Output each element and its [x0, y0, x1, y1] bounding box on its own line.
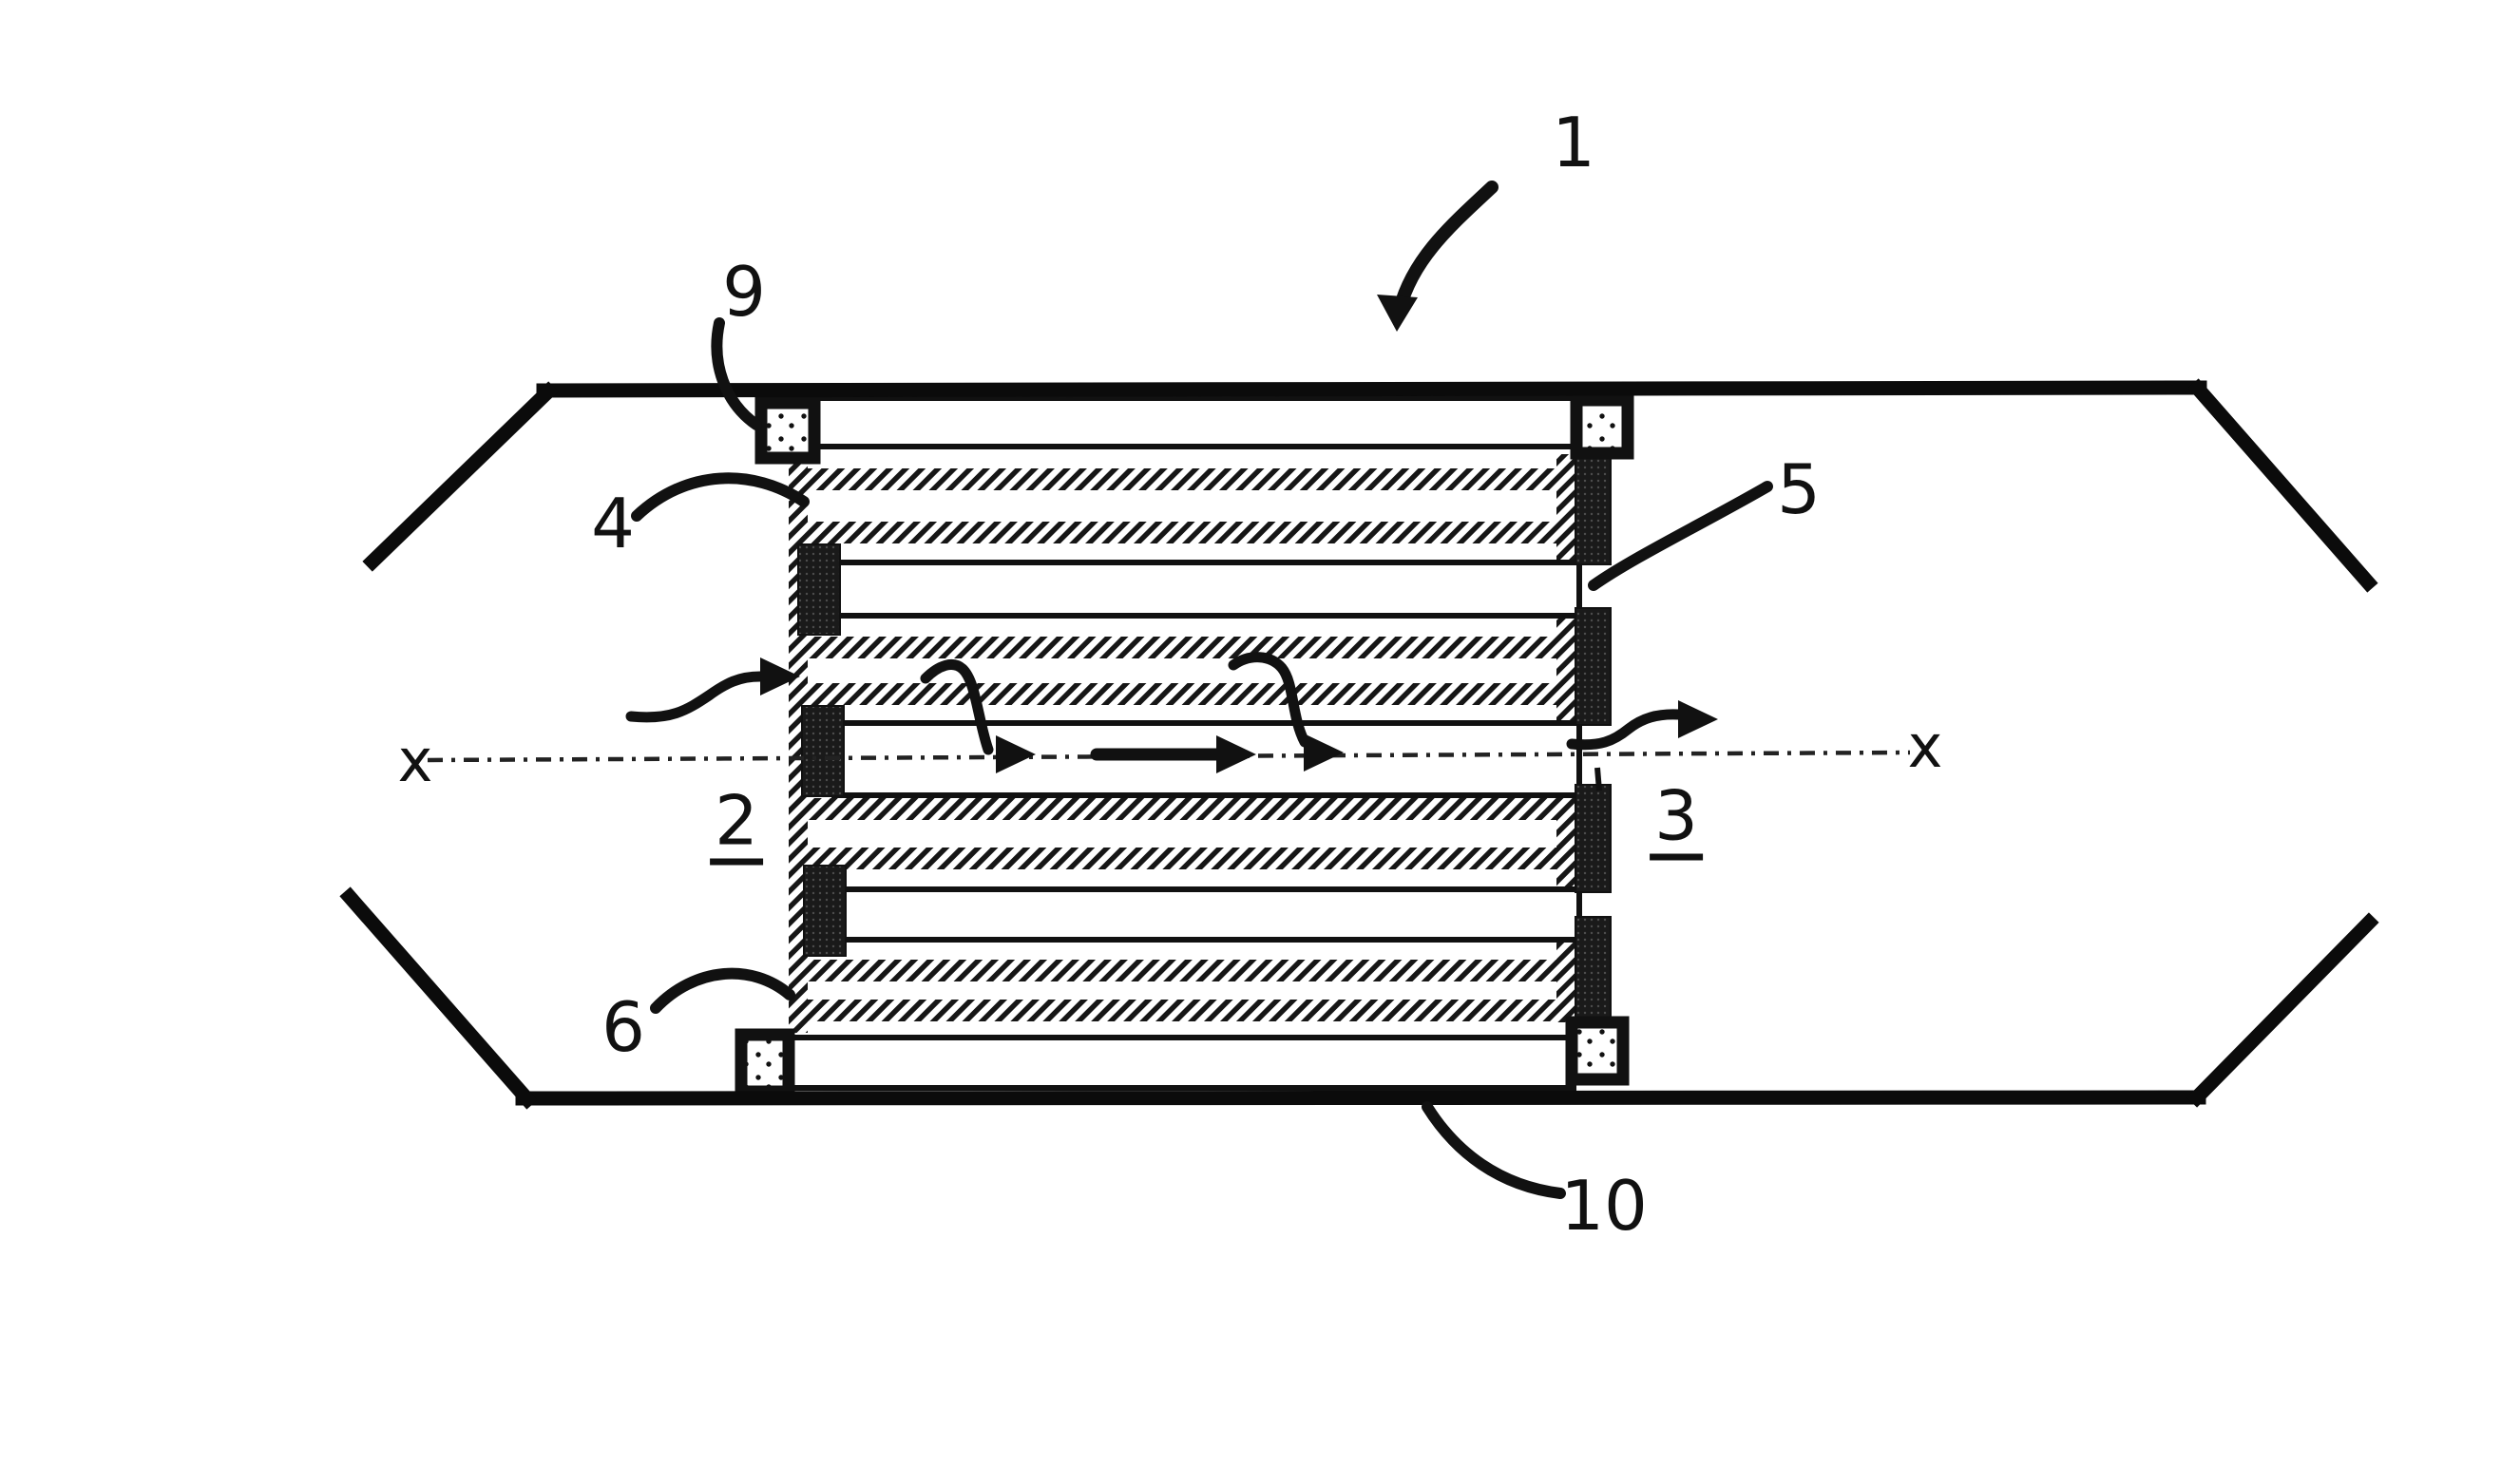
- electrode-pin-tick: [1594, 767, 1602, 791]
- right-electrode-bar: [1575, 607, 1612, 726]
- insulator-strip: [794, 960, 1575, 981]
- ref-label-3: 3: [1650, 782, 1703, 861]
- leader-ref-6: [650, 967, 795, 1014]
- insulator-strip: [794, 468, 1575, 490]
- chamber-bottom-wall: [515, 1090, 2206, 1106]
- insulator-strip: [794, 1000, 1575, 1021]
- axis-label-right: x: [1907, 712, 1943, 781]
- ref-label-10: 10: [1560, 1166, 1648, 1246]
- axial-flow-arrow: [1090, 735, 1256, 773]
- mounting-block-bottom-left: [735, 1028, 795, 1098]
- leader-ref-10: [1422, 1101, 1566, 1199]
- mounting-blocks: [735, 393, 1634, 1098]
- right-electrode-bar: [1575, 784, 1612, 893]
- chamber-outline: [339, 378, 2379, 1110]
- mounting-block-top-right: [1570, 393, 1634, 460]
- electrode-plate-1: [811, 395, 1582, 449]
- right-electrode-bar: [1575, 455, 1612, 565]
- chamber-lower-right-wall: [2186, 912, 2379, 1108]
- leader-ref-5: [1588, 481, 1773, 591]
- axis-label-left: x: [397, 726, 433, 795]
- leader-ref-9: [711, 317, 762, 430]
- ref-label-3-text: 3: [1650, 782, 1703, 861]
- inner-flow-arrow-2: [1228, 652, 1344, 772]
- chamber-lower-left-wall: [339, 886, 538, 1110]
- inner-flow-arrow-1: [920, 659, 1036, 773]
- mounting-block-top-left: [754, 396, 821, 465]
- axis-line: [427, 750, 1911, 763]
- leader-ref-1: [1377, 181, 1499, 332]
- ref-label-2: 2: [710, 787, 763, 866]
- electrode-plate-4: [835, 886, 1582, 943]
- ref-label-9: 9: [722, 252, 766, 332]
- left-electrode-bar: [797, 543, 841, 636]
- ref-label-2-text: 2: [710, 787, 763, 866]
- left-electrode-bar: [803, 865, 847, 957]
- insulator-strip: [794, 522, 1575, 543]
- insulator-strip: [794, 848, 1575, 869]
- chamber-upper-right-wall: [2187, 378, 2378, 593]
- chamber-top-wall: [536, 380, 2207, 398]
- electrode-plates: [784, 395, 1582, 1091]
- insulator-strip: [794, 798, 1575, 820]
- insulator-strip: [794, 683, 1575, 705]
- ref-label-4: 4: [591, 484, 635, 563]
- ref-label-1: 1: [1552, 103, 1595, 182]
- chamber-upper-left-wall: [362, 381, 559, 572]
- insulator-strip: [794, 637, 1575, 658]
- electrode-plate-2: [828, 560, 1582, 619]
- entry-flow-arrow: [625, 657, 800, 723]
- leader-lines: [631, 181, 1773, 1199]
- exit-flow-arrow: [1566, 700, 1718, 751]
- leader-ref-4: [631, 472, 810, 522]
- left-electrode-bar: [801, 705, 845, 797]
- electrode-plate-5: [784, 1035, 1576, 1091]
- right-electrode-bar: [1575, 916, 1612, 1028]
- insulator-strips: [794, 468, 1575, 1021]
- ion-flow-arrows: [625, 652, 1718, 773]
- ref-label-6: 6: [601, 987, 645, 1067]
- ref-label-5: 5: [1777, 449, 1821, 529]
- mounting-block-bottom-right: [1565, 1016, 1630, 1086]
